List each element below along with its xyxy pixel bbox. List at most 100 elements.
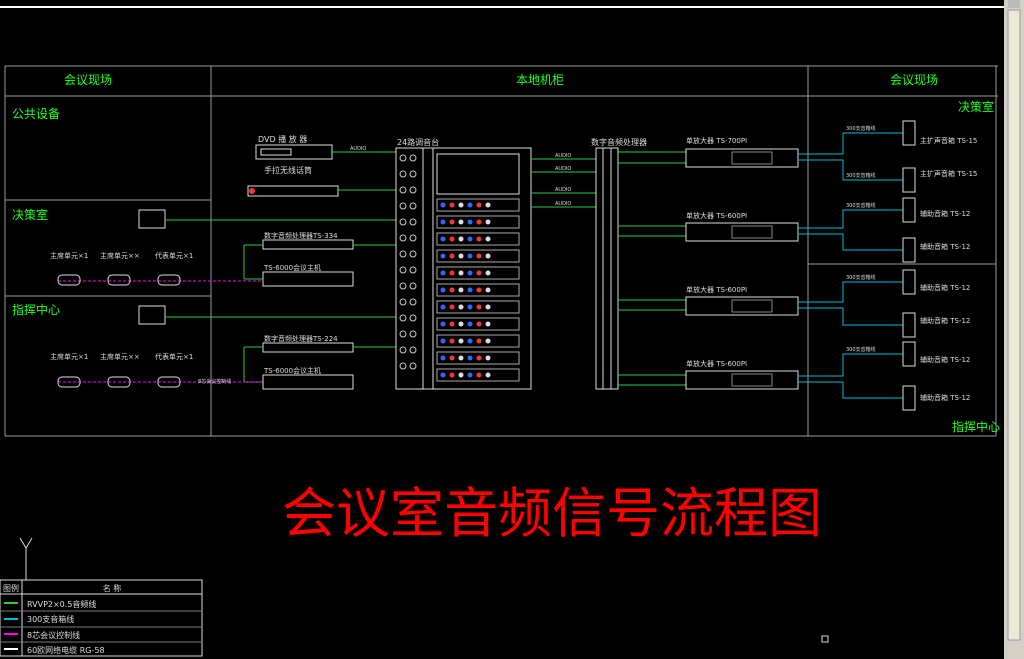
mixer-knob [467, 270, 473, 276]
mixer-knob [467, 321, 473, 327]
mixer-master [436, 153, 520, 195]
mixer-knob [449, 202, 455, 208]
mixer-knob [449, 236, 455, 242]
mixer-knob [467, 372, 473, 378]
mixer-jack [399, 266, 407, 274]
unit-repa-label-1: 主席单元×× [100, 251, 140, 260]
speaker-1-label: 主扩声音箱 TS-15 [920, 136, 977, 145]
mixer-jack [409, 234, 417, 242]
mixer-knob [440, 253, 446, 259]
mixer-divider [422, 147, 434, 390]
mixer-knob [458, 202, 464, 208]
mixer-knob [485, 355, 491, 361]
dvd-tray [260, 148, 292, 156]
mixer-knob [485, 338, 491, 344]
mixer-jack [399, 202, 407, 210]
wireless-mic-receiver [247, 185, 339, 197]
cursor-box [821, 635, 829, 643]
dsp-unit: 数字音频处理器 [591, 137, 647, 390]
mixer-knob [467, 219, 473, 225]
mixer-console: 24路调音台 [395, 137, 532, 390]
conference-host-2 [262, 374, 354, 390]
mixer-knob [449, 219, 455, 225]
unit-rep-2a [107, 376, 131, 388]
mixer-jack [399, 362, 407, 370]
unit-rep-2b [157, 376, 181, 388]
mixer-jack [409, 170, 417, 178]
scrollbar-track[interactable] [1007, 9, 1021, 641]
mixer-knob [476, 304, 482, 310]
mixer-jack [399, 170, 407, 178]
mixer-to-dsp-lines [531, 158, 596, 208]
unit-repa-label-2: 主席单元×× [100, 352, 140, 361]
mixer-knob [476, 219, 482, 225]
mixer-knob [467, 338, 473, 344]
mixer-knob [440, 355, 446, 361]
mixer-knob [458, 287, 464, 293]
mixer-knob [485, 321, 491, 327]
zone-decision-room: 决策室 [12, 207, 48, 222]
mixer-jack [399, 250, 407, 258]
mixer-knob [440, 304, 446, 310]
mic-indicator [249, 188, 255, 194]
speaker-4-label: 辅助音箱 TS-12 [920, 242, 970, 251]
dvd-audio-tag: AUDIO [350, 146, 366, 152]
mixer-knob [458, 372, 464, 378]
speaker-line-tag-5: 300支音箱线 [846, 346, 876, 353]
mixer-knob [440, 270, 446, 276]
mixer-channel-strip [436, 368, 520, 382]
unit-chair-label-2: 主席单元×1 [50, 352, 88, 361]
mixer-knob [485, 219, 491, 225]
host2-label: TS-6000会议主机 [263, 366, 321, 375]
mixer-jack [399, 234, 407, 242]
mixer-knob [467, 287, 473, 293]
host1-label: TS-6000会议主机 [263, 263, 321, 272]
mixer-knob [476, 372, 482, 378]
amp2-label: 单放大器 TS-600PI [686, 211, 747, 220]
legend-row-4: 60欧网络电缆 RG-58 [27, 645, 105, 655]
mixer-knob [467, 236, 473, 242]
mixer-jack [409, 362, 417, 370]
mixer-channel-strip [436, 215, 520, 229]
section-left-title: 会议现场 [64, 73, 112, 87]
mixer-knob [458, 338, 464, 344]
speaker-7 [902, 341, 916, 367]
mixer-knob [440, 338, 446, 344]
legend-row-3: 8芯会议控制线 [27, 630, 80, 640]
units-row-2: 主席单元×1 主席单元×× 代表单元×1 8芯会议控制线 [50, 352, 263, 388]
mixer-channel-strip [436, 266, 520, 280]
amp4-label: 单放大器 TS-600PI [686, 359, 747, 368]
zone-command-center-right: 指挥中心 [952, 419, 1000, 434]
mixer-knob [485, 253, 491, 259]
dsp-label: 数字音频处理器 [591, 137, 647, 147]
speaker-line-tag-3: 300支音箱线 [846, 202, 876, 209]
units-row-1: 主席单元×1 主席单元×× 代表单元×1 [50, 251, 263, 286]
section-right-title: 会议现场 [890, 73, 938, 87]
mixer-knob [449, 270, 455, 276]
mixer-knob [467, 253, 473, 259]
mixer-jack [399, 186, 407, 194]
scroll-up-arrow[interactable] [1008, 0, 1020, 8]
mixer-knob [485, 304, 491, 310]
mixer-knob [440, 321, 446, 327]
speaker-2-label: 主扩声音箱 TS-15 [920, 169, 977, 178]
mixer-knob [440, 287, 446, 293]
feedback1-label: 数字音频处理器TS-334 [264, 231, 338, 240]
mixer-knob [458, 219, 464, 225]
zone-command-center: 指挥中心 [12, 302, 60, 317]
speaker-3-label: 辅助音箱 TS-12 [920, 209, 970, 218]
mixer-channel-strip [436, 351, 520, 365]
dvd-label: DVD 播 放 器 [258, 134, 307, 144]
frame-grid [4, 65, 998, 437]
mixer-input-jacks [399, 154, 417, 370]
feedback2-label: 数字音频处理器TS-224 [264, 334, 338, 343]
mixer-knob [476, 236, 482, 242]
unit-repb-label-1: 代表单元×1 [155, 251, 193, 260]
mixer-outline [395, 147, 532, 390]
mixer-knob [458, 270, 464, 276]
mixer-jack [409, 298, 417, 306]
main-title: 会议室音频信号流程图 [282, 482, 822, 545]
zone-public-equipment: 公共设备 [12, 107, 60, 121]
mixer-knob [449, 304, 455, 310]
